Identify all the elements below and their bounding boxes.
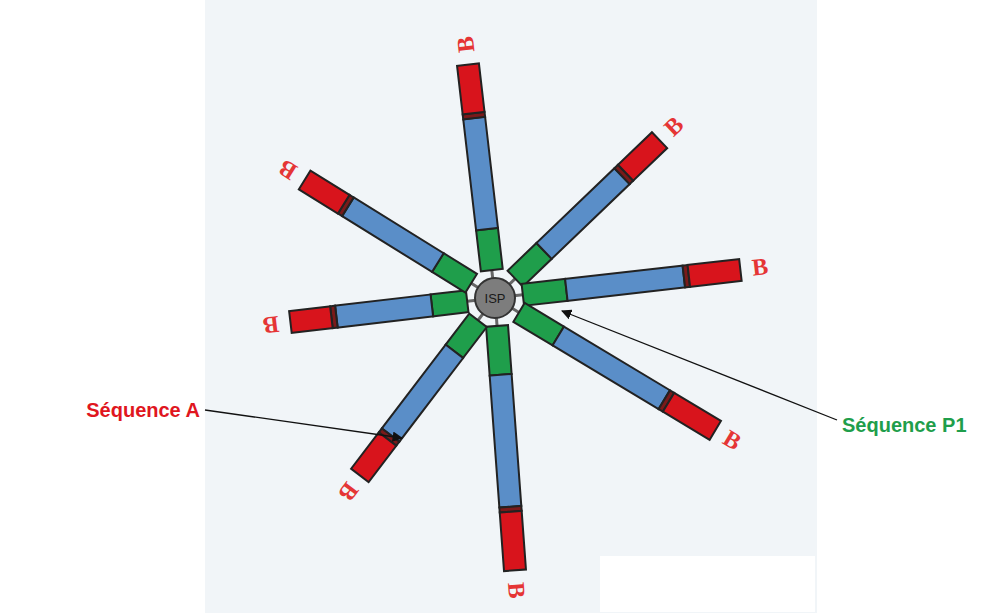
- blue-segment: [565, 266, 685, 301]
- green-segment: [522, 279, 568, 306]
- tip-letter: B: [502, 581, 530, 599]
- rod: [501, 132, 667, 293]
- rod: [457, 63, 504, 280]
- blue-segment: [463, 117, 498, 231]
- green-segment: [476, 228, 503, 272]
- blue-segment: [342, 197, 444, 271]
- sequence-label: Séquence P1: [842, 414, 967, 437]
- blue-segment: [382, 345, 463, 442]
- bead-label: ISP: [485, 291, 506, 306]
- red-segment: [500, 511, 526, 571]
- red-segment: [663, 393, 721, 440]
- rods: [289, 63, 742, 571]
- red-segment: [289, 306, 333, 333]
- rod: [506, 298, 721, 439]
- rod: [351, 306, 492, 482]
- blue-segment: [335, 294, 433, 327]
- leader-line: [205, 410, 402, 438]
- blue-segment: [553, 327, 670, 410]
- red-segment: [457, 63, 484, 114]
- tip-letter: B: [261, 310, 280, 339]
- panel: [205, 0, 817, 613]
- rod: [485, 316, 526, 571]
- rod: [513, 259, 742, 307]
- blue-segment: [490, 374, 522, 508]
- tip-letter: B: [451, 35, 480, 54]
- rod: [289, 289, 477, 333]
- green-segment: [486, 325, 512, 375]
- rod: [299, 171, 485, 298]
- green-segment: [431, 290, 469, 316]
- panel-patch: [600, 556, 815, 612]
- red-segment: [299, 171, 350, 214]
- sequence-label: Séquence A: [86, 399, 200, 422]
- red-segment: [618, 132, 667, 180]
- red-segment: [688, 259, 742, 287]
- leader-line: [562, 311, 837, 420]
- tip-letter: B: [751, 253, 770, 282]
- bead-circle: ISP: [474, 277, 516, 319]
- blue-segment: [536, 168, 629, 259]
- red-segment: [351, 432, 396, 482]
